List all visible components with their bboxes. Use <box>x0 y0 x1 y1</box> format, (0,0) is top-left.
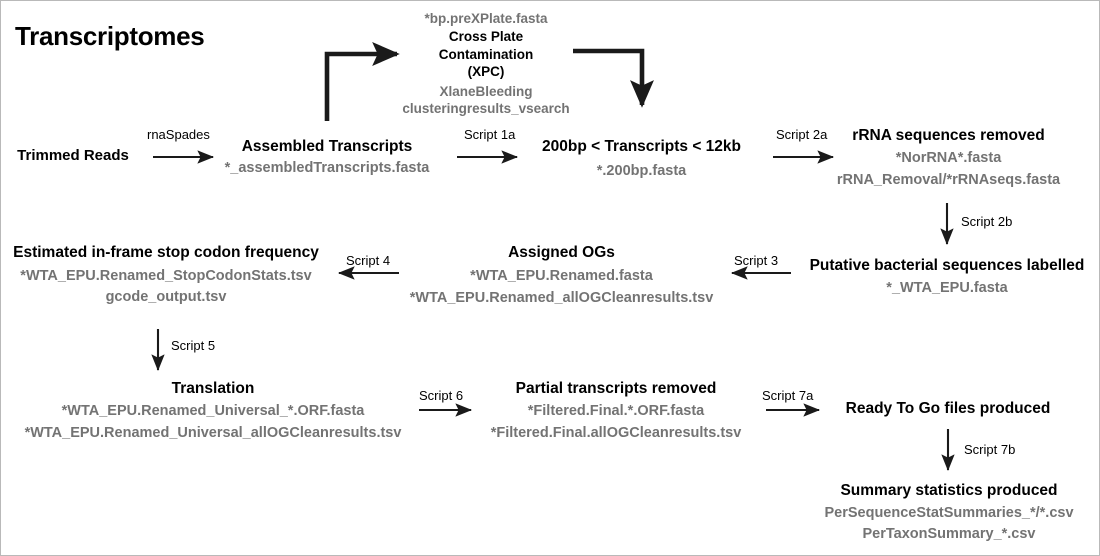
node-title: Estimated in-frame stop codon frequency <box>13 244 319 261</box>
node-title: Assigned OGs <box>508 244 615 261</box>
node-file-1: PerSequenceStatSummaries_*/*.csv <box>824 504 1074 521</box>
node-summary-statistics: Summary statistics produced PerSequenceS… <box>801 482 1097 543</box>
node-title: Partial transcripts removed <box>515 380 717 397</box>
node-file-1: *WTA_EPU.Renamed_StopCodonStats.tsv <box>20 267 312 284</box>
node-file-2: clusteringresults_vsearch <box>402 101 570 117</box>
node-assembled-transcripts: Assembled Transcripts *_assembledTranscr… <box>187 138 467 178</box>
node-file-2: gcode_output.tsv <box>105 288 227 305</box>
node-title: Summary statistics produced <box>840 482 1058 499</box>
node-file-2: *WTA_EPU.Renamed_allOGCleanresults.tsv <box>409 289 714 306</box>
node-file: *_WTA_EPU.fasta <box>886 279 1008 296</box>
node-title: rRNA sequences removed <box>852 127 1045 144</box>
edge-label-script-2a: Script 2a <box>776 127 828 142</box>
node-file-1: *Filtered.Final.*.ORF.fasta <box>527 402 705 419</box>
edge-label-script-2b: Script 2b <box>961 214 1013 229</box>
node-title: Putative bacterial sequences labelled <box>809 257 1085 274</box>
edge-label-script-3: Script 3 <box>734 253 779 268</box>
node-translation: Translation *WTA_EPU.Renamed_Universal_*… <box>1 380 425 442</box>
node-file-1: *WTA_EPU.Renamed_Universal_*.ORF.fasta <box>61 402 365 419</box>
node-stop-codon-frequency: Estimated in-frame stop codon frequency … <box>1 244 331 306</box>
edge-label-rnaspades: rnaSpades <box>147 127 210 142</box>
edge-label-script-7b: Script 7b <box>964 442 1016 457</box>
node-file: *.200bp.fasta <box>596 162 687 179</box>
node-title: Assembled Transcripts <box>241 138 413 155</box>
node-title: Translation <box>171 380 255 397</box>
node-file-2: *Filtered.Final.allOGCleanresults.tsv <box>490 424 742 441</box>
page-title: Transcriptomes <box>15 21 205 51</box>
edge-label-script-6: Script 6 <box>419 388 464 403</box>
node-partial-transcripts-removed: Partial transcripts removed *Filtered.Fi… <box>471 380 761 442</box>
node-file-1: XlaneBleeding <box>439 83 533 99</box>
node-trimmed-reads: Trimmed Reads <box>1 147 145 165</box>
node-assigned-ogs: Assigned OGs *WTA_EPU.Renamed.fasta *WTA… <box>399 244 724 307</box>
node-ready-to-go: Ready To Go files produced <box>823 400 1073 419</box>
node-file-1: *NorRNA*.fasta <box>895 149 1002 166</box>
node-pre-file: *bp.preXPlate.fasta <box>424 11 548 26</box>
node-size-filtered-transcripts: 200bp < Transcripts < 12kb *.200bp.fasta <box>514 138 769 181</box>
node-file: *_assembledTranscripts.fasta <box>224 159 430 176</box>
edge-label-script-4: Script 4 <box>346 253 391 268</box>
node-title: Trimmed Reads <box>17 147 129 164</box>
edge-label-script-5: Script 5 <box>171 338 216 353</box>
node-title: Ready To Go files produced <box>845 400 1051 417</box>
edge-label-script-1a: Script 1a <box>464 127 516 142</box>
node-title-line-1: Cross Plate <box>448 29 524 45</box>
node-file-2: PerTaxonSummary_*.csv <box>862 525 1036 542</box>
node-title-line-3: (XPC) <box>467 64 505 80</box>
node-bacterial-labelled: Putative bacterial sequences labelled *_… <box>797 257 1097 298</box>
node-rrna-removed: rRNA sequences removed *NorRNA*.fasta rR… <box>821 127 1076 189</box>
node-title: 200bp < Transcripts < 12kb <box>541 138 742 155</box>
node-cross-plate-contamination: *bp.preXPlate.fasta Cross Plate Contamin… <box>331 11 641 118</box>
node-title-line-2: Contamination <box>438 46 534 62</box>
node-file-2: *WTA_EPU.Renamed_Universal_allOGCleanres… <box>24 424 402 441</box>
node-file-2: rRNA_Removal/*rRNAseqs.fasta <box>836 171 1061 188</box>
edge-label-script-7a: Script 7a <box>762 388 814 403</box>
node-file-1: *WTA_EPU.Renamed.fasta <box>470 267 653 284</box>
